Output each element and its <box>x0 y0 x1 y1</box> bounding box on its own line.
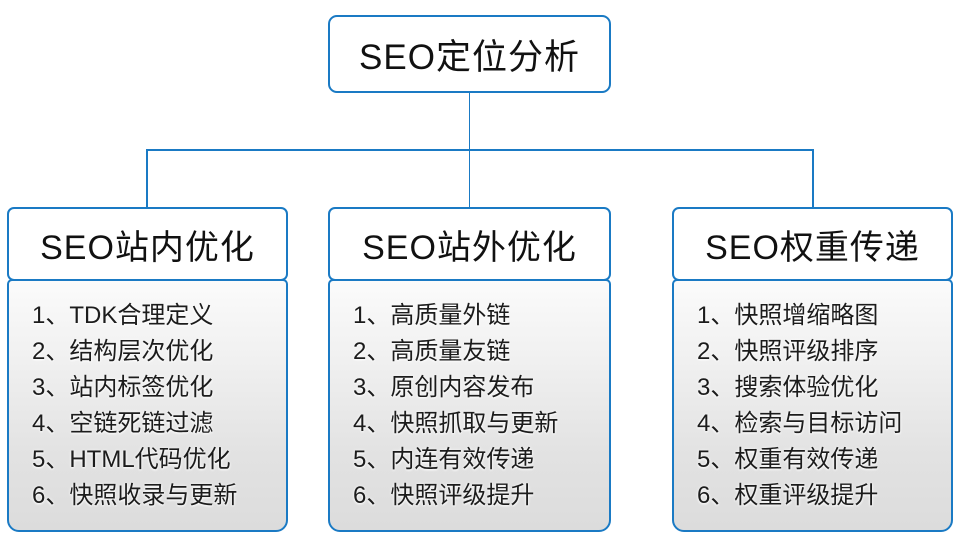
branch-panel-offsite: 1、高质量外链 2、高质量友链 3、原创内容发布 4、快照抓取与更新 5、内连有… <box>328 279 611 532</box>
branch-panel-weight: 1、快照增缩略图 2、快照评级排序 3、搜索体验优化 4、检索与目标访问 5、权… <box>672 279 953 532</box>
list-item: 5、权重有效传递 <box>697 446 879 473</box>
list-item: 4、空链死链过滤 <box>32 410 214 437</box>
list-item: 1、快照增缩略图 <box>697 302 879 329</box>
list-item: 6、快照收录与更新 <box>32 482 238 509</box>
branch-header-onsite: SEO站内优化 <box>7 207 288 281</box>
root-node-label: SEO定位分析 <box>359 37 580 77</box>
list-item: 2、高质量友链 <box>353 338 511 365</box>
branch-panel-onsite: 1、TDK合理定义 2、结构层次优化 3、站内标签优化 4、空链死链过滤 5、H… <box>7 279 288 532</box>
branch-header-label: SEO站内优化 <box>40 228 255 267</box>
list-item: 4、检索与目标访问 <box>697 410 903 437</box>
list-item: 2、结构层次优化 <box>32 338 214 365</box>
list-item: 2、快照评级排序 <box>697 338 879 365</box>
connector-drop-onsite <box>146 149 148 208</box>
list-item: 3、搜索体验优化 <box>697 374 879 401</box>
branch-header-offsite: SEO站外优化 <box>328 207 611 281</box>
list-item: 5、内连有效传递 <box>353 446 535 473</box>
connector-root-stem <box>468 93 470 150</box>
branch-header-label: SEO站外优化 <box>362 228 577 267</box>
list-item: 5、HTML代码优化 <box>32 446 231 473</box>
branch-onsite: SEO站内优化 1、TDK合理定义 2、结构层次优化 3、站内标签优化 4、空链… <box>7 207 288 532</box>
list-item: 4、快照抓取与更新 <box>353 410 559 437</box>
list-item: 3、原创内容发布 <box>353 374 535 401</box>
list-item: 3、站内标签优化 <box>32 374 214 401</box>
branch-header-label: SEO权重传递 <box>705 228 920 267</box>
root-node: SEO定位分析 <box>328 15 611 93</box>
list-item: 6、快照评级提升 <box>353 482 535 509</box>
list-item: 6、权重评级提升 <box>697 482 879 509</box>
branch-weight: SEO权重传递 1、快照增缩略图 2、快照评级排序 3、搜索体验优化 4、检索与… <box>672 207 953 532</box>
branch-header-weight: SEO权重传递 <box>672 207 953 281</box>
connector-horizontal <box>146 149 813 151</box>
connector-drop-weight <box>812 149 814 208</box>
list-item: 1、高质量外链 <box>353 302 511 329</box>
branch-offsite: SEO站外优化 1、高质量外链 2、高质量友链 3、原创内容发布 4、快照抓取与… <box>328 207 611 532</box>
list-item: 1、TDK合理定义 <box>32 302 214 329</box>
connector-drop-offsite <box>468 149 470 208</box>
